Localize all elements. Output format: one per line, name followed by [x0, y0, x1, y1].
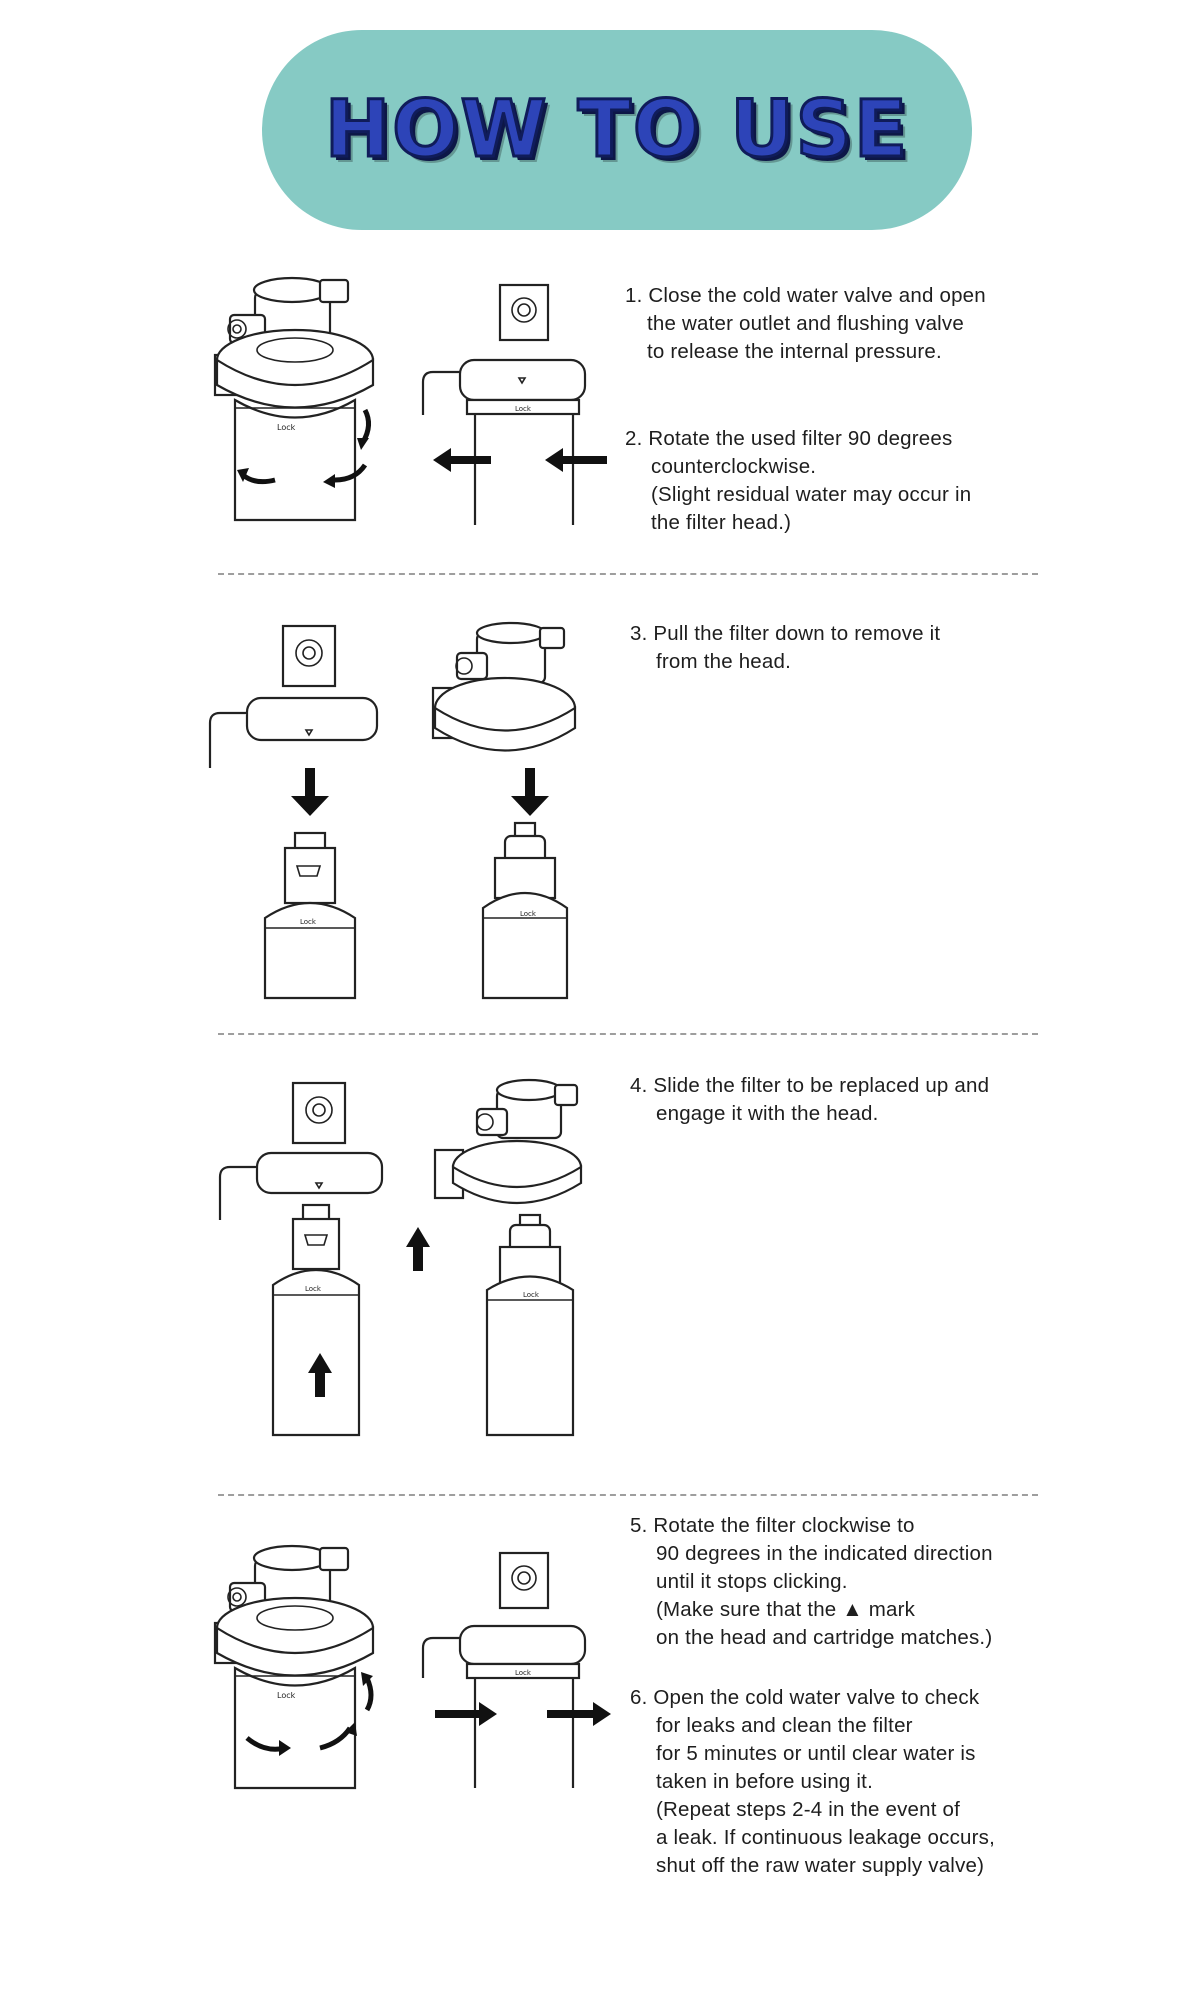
illustration-step-4: Lock Lock: [218, 1078, 583, 1437]
filter-cartridge-icon: Lock: [485, 1213, 575, 1437]
rotate-arrow-icon: [245, 1672, 374, 1756]
illustration-step-1-2: Lock Lock: [213, 276, 607, 525]
illustration-step-3: Lock Lock: [208, 621, 577, 1000]
lock-label: Lock: [515, 405, 532, 413]
rotate-arrow-icon: [237, 408, 371, 488]
lock-label: Lock: [523, 1291, 540, 1299]
page-title: HOW TO USE: [323, 84, 910, 177]
section-divider: [218, 573, 1038, 575]
filter-head-icon: Lock: [421, 1551, 587, 1788]
filter-head-icon: [433, 1078, 583, 1205]
step-1-text: 1. Close the cold water valve and open t…: [625, 284, 986, 363]
direction-arrow-icon: [291, 768, 549, 816]
step-6-text: 6. Open the cold water valve to check fo…: [630, 1686, 996, 1877]
lock-label: Lock: [277, 423, 296, 432]
section-divider: [218, 1494, 1038, 1496]
direction-arrow-icon: [435, 1702, 611, 1726]
filter-head-icon: [213, 276, 375, 409]
filter-head-icon: [213, 1544, 375, 1677]
filter-cartridge-icon: Lock: [263, 831, 357, 1000]
section-divider: [218, 1033, 1038, 1035]
step-5-text: 5. Rotate the filter clockwise to 90 deg…: [630, 1514, 993, 1649]
filter-cartridge-icon: Lock: [233, 1666, 357, 1790]
step-3-text: 3. Pull the filter down to remove it fro…: [630, 622, 941, 673]
illustration-step-5-6: Lock Lock: [213, 1544, 611, 1790]
filter-head-icon: Lock: [421, 283, 587, 525]
lock-label: Lock: [515, 1669, 532, 1677]
filter-head-icon: [431, 621, 577, 752]
filter-cartridge-icon: Lock: [233, 398, 357, 522]
filter-cartridge-icon: Lock: [271, 1203, 361, 1437]
step-4-text: 4. Slide the filter to be replaced up an…: [630, 1074, 990, 1125]
lock-label: Lock: [277, 1691, 296, 1700]
filter-cartridge-icon: Lock: [481, 821, 569, 1000]
filter-head-icon: [208, 624, 379, 768]
lock-label: Lock: [300, 918, 317, 926]
filter-head-icon: [218, 1081, 384, 1220]
lock-label: Lock: [305, 1285, 322, 1293]
direction-arrow-icon: [433, 448, 607, 472]
lock-label: Lock: [520, 910, 537, 918]
step-2-text: 2. Rotate the used filter 90 degrees cou…: [625, 427, 972, 534]
title-banner: HOW TO USE: [262, 30, 972, 230]
